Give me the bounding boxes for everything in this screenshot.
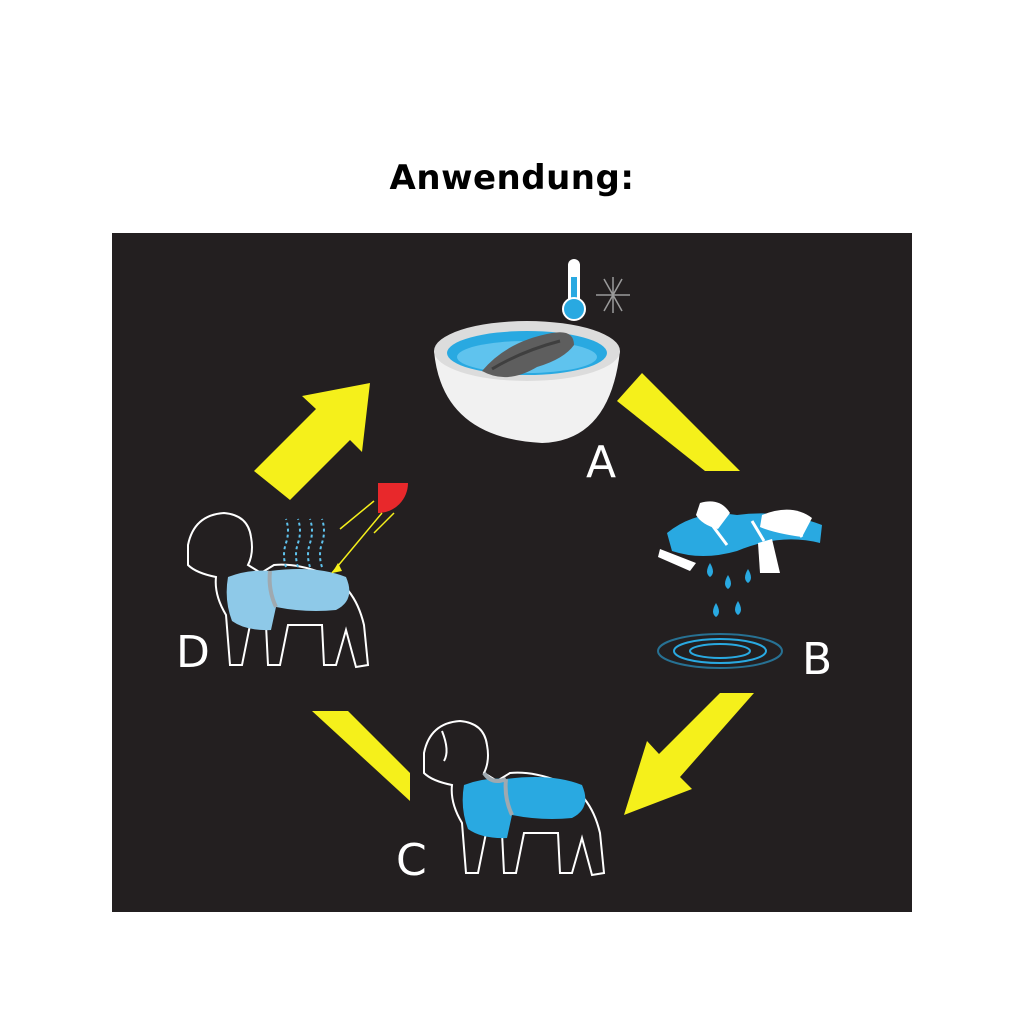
cycle-graphic	[187, 259, 822, 877]
bowl-soak-icon	[434, 259, 630, 443]
step-label-d: D	[176, 627, 210, 678]
step-label-a: A	[586, 437, 617, 488]
arrow-b-to-c	[624, 693, 754, 815]
page-title: Anwendung:	[389, 158, 635, 198]
wring-towel-icon	[657, 501, 822, 669]
dog-wet-vest-icon	[423, 719, 606, 877]
arrow-c-to-d	[312, 711, 410, 801]
step-label-b: B	[802, 634, 833, 685]
dog-evaporating-vest-icon	[187, 483, 408, 669]
usage-cycle-diagram: A B C D	[112, 233, 912, 912]
arrow-a-to-b	[617, 373, 740, 471]
step-label-c: C	[396, 835, 427, 886]
arrow-d-to-a	[254, 383, 370, 500]
